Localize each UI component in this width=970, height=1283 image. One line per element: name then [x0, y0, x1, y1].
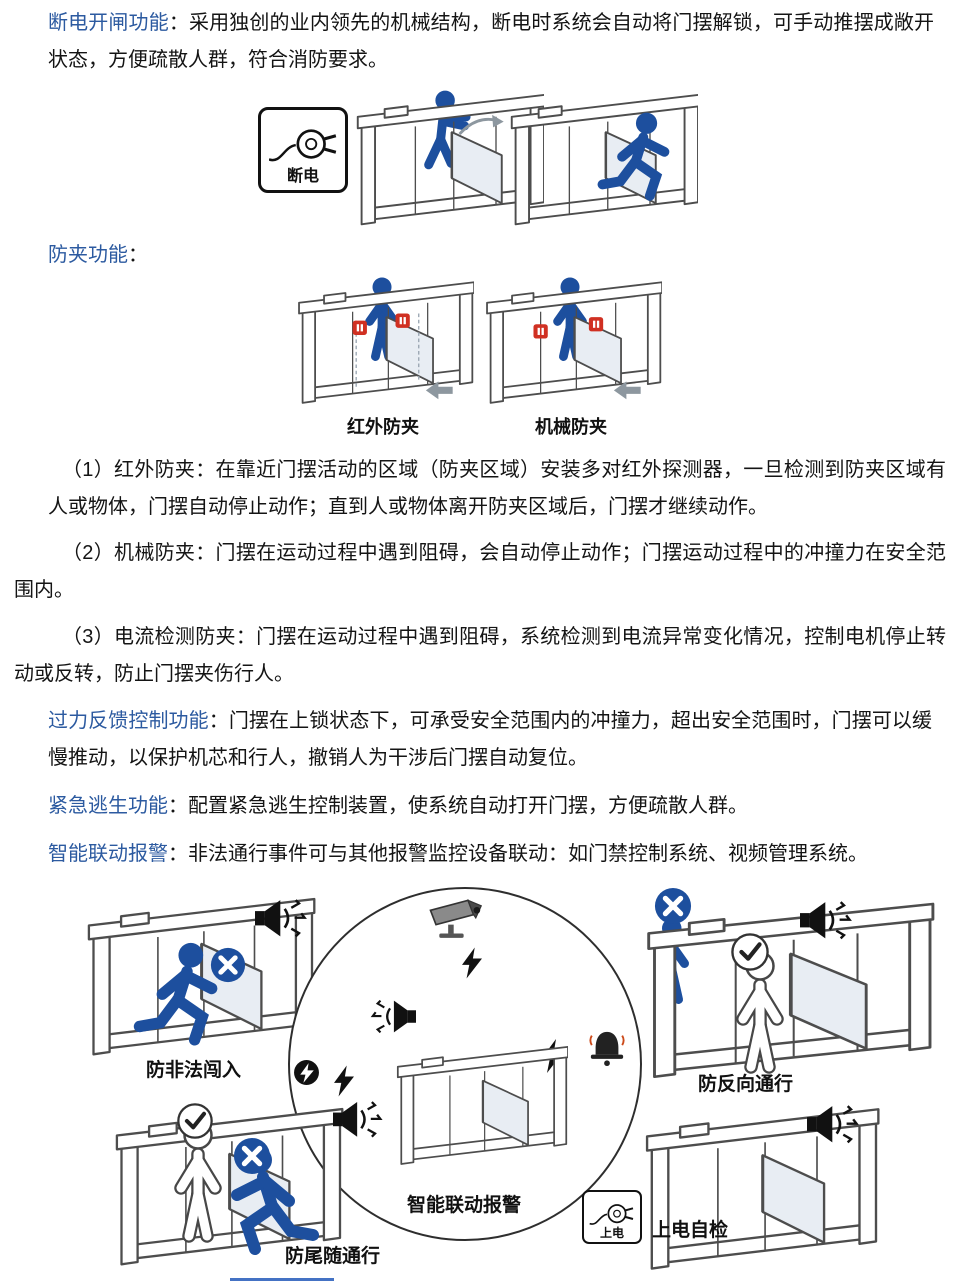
- infrared-beam-lines: [355, 313, 420, 387]
- swing-gate-icon: [510, 93, 702, 226]
- label-anti-reverse: 防反向通行: [698, 1074, 794, 1095]
- para-alarm-linkage: 智能联动报警：非法通行事件可与其他报警监控设备联动：如门禁控制系统、视频管理系统…: [48, 836, 932, 873]
- figure-anti-pinch: 红外防夹 机械防夹: [0, 276, 970, 446]
- label-alarm-linkage: 智能联动报警: [407, 1195, 522, 1216]
- para-alarm-body: ：非法通行事件可与其他报警监控设备联动：如门禁控制系统、视频管理系统。: [168, 843, 868, 865]
- alarm-bell-icon: [589, 1030, 625, 1068]
- power-on-label: 上电: [599, 1226, 624, 1240]
- swing-gate-icon: [485, 281, 662, 405]
- swing-gate-icon: [645, 1107, 880, 1271]
- power-bolt-circle-icon: [294, 1060, 319, 1085]
- allowed-person-icon: [181, 1122, 215, 1237]
- deny-x-badge-icon: [211, 948, 245, 982]
- alarm-linkage-circle: [288, 887, 642, 1241]
- power-on-plug-box: 上电: [582, 1190, 642, 1244]
- page-bottom-artifact-line: [230, 1278, 334, 1281]
- power-off-plug-box: 断电: [258, 107, 348, 193]
- para-infrared-anti-pinch: （1）红外防夹：在靠近门摆活动的区域（防夹区域）安装多对红外探测器，一旦检测到防…: [48, 459, 946, 518]
- alarm-speaker-icon: [371, 999, 416, 1034]
- para-emergency-body: ：配置紧急逃生控制装置，使系统自动打开门摆，方便疏散人群。: [168, 795, 748, 817]
- plugged-cord-icon: [588, 1204, 634, 1226]
- para-alarm-lead: 智能联动报警: [48, 843, 168, 865]
- para-anti-pinch-colon: ：: [128, 244, 148, 266]
- para-emergency-lead: 紧急逃生功能: [48, 795, 168, 817]
- para-overforce-body: ：门摆在上锁状态下，可承受安全范围内的冲撞力，超出安全范围时，门摆可以缓慢推动，…: [48, 710, 933, 769]
- deny-x-badge-icon: [234, 1138, 270, 1174]
- para-overforce-lead: 过力反馈控制功能: [48, 710, 209, 732]
- anti-reverse-illustration: [628, 887, 940, 1087]
- swing-gate-icon: [646, 902, 935, 1079]
- para-anti-pinch-lead: 防夹功能: [48, 244, 128, 266]
- swing-gate-icon: [297, 281, 474, 405]
- para-emergency-escape: 紧急逃生功能：配置紧急逃生控制装置，使系统自动打开门摆，方便疏散人群。: [48, 788, 932, 825]
- deny-x-badge-icon: [655, 888, 691, 924]
- power-off-label: 断电: [286, 168, 319, 185]
- label-anti-intrusion: 防非法闯入: [146, 1060, 242, 1081]
- figure-alarm-linkage: 上电 防非法闯入 防反向通行 智能联动报警 防尾随通行 上电自检: [0, 879, 970, 1281]
- para-power-off-body: ：采用独创的业内领先的机械结构，断电时系统会自动将门摆解锁，可手动推摆成敞开状态…: [48, 12, 935, 71]
- para-anti-pinch-heading: 防夹功能：: [48, 237, 934, 274]
- label-anti-tailgating: 防尾随通行: [285, 1246, 381, 1267]
- cctv-camera-icon: [429, 899, 483, 939]
- para-current-anti-pinch: （3）电流检测防夹：门摆在运动过程中遇到阻碍，系统检测到电流异常变化情况，控制电…: [14, 626, 946, 685]
- allow-check-badge-icon: [732, 934, 767, 969]
- figure-power-off-opening: 断电: [0, 85, 970, 235]
- stop-badge-icon: [395, 313, 410, 328]
- caption-mechanical-anti-pinch: 机械防夹: [535, 417, 607, 437]
- swing-gate-icon: [115, 1107, 344, 1266]
- para-power-off-opening: 断电开闸功能：采用独创的业内领先的机械结构，断电时系统会自动将门摆解锁，可手动推…: [48, 5, 934, 79]
- lightning-bolt-icon: [462, 947, 482, 979]
- unplugged-cord-icon: [269, 129, 338, 162]
- stop-badge-icon: [533, 324, 548, 339]
- power-on-selfcheck-illustration: 上电: [572, 1099, 962, 1279]
- label-power-on-selfcheck: 上电自检: [652, 1220, 729, 1241]
- alarm-speaker-icon: [805, 1104, 858, 1144]
- para-overforce-feedback: 过力反馈控制功能：门摆在上锁状态下，可承受安全范围内的冲撞力，超出安全范围时，门…: [48, 703, 932, 777]
- stop-badge-icon: [352, 320, 367, 335]
- allow-check-badge-icon: [178, 1104, 211, 1137]
- para-mechanical-anti-pinch: （2）机械防夹：门摆在运动过程中遇到阻碍，会自动停止动作；门摆运动过程中的冲撞力…: [14, 542, 946, 601]
- caption-infrared-anti-pinch: 红外防夹: [347, 417, 419, 437]
- stop-badge-icon: [588, 317, 604, 332]
- infrared-anti-pinch-illustration: 红外防夹: [292, 276, 474, 440]
- mechanical-anti-pinch-illustration: 机械防夹: [480, 276, 662, 440]
- gate-evacuate-illustration: [506, 87, 702, 233]
- swing-gate-icon: [396, 1045, 568, 1166]
- para-power-off-lead: 断电开闸功能: [48, 12, 169, 34]
